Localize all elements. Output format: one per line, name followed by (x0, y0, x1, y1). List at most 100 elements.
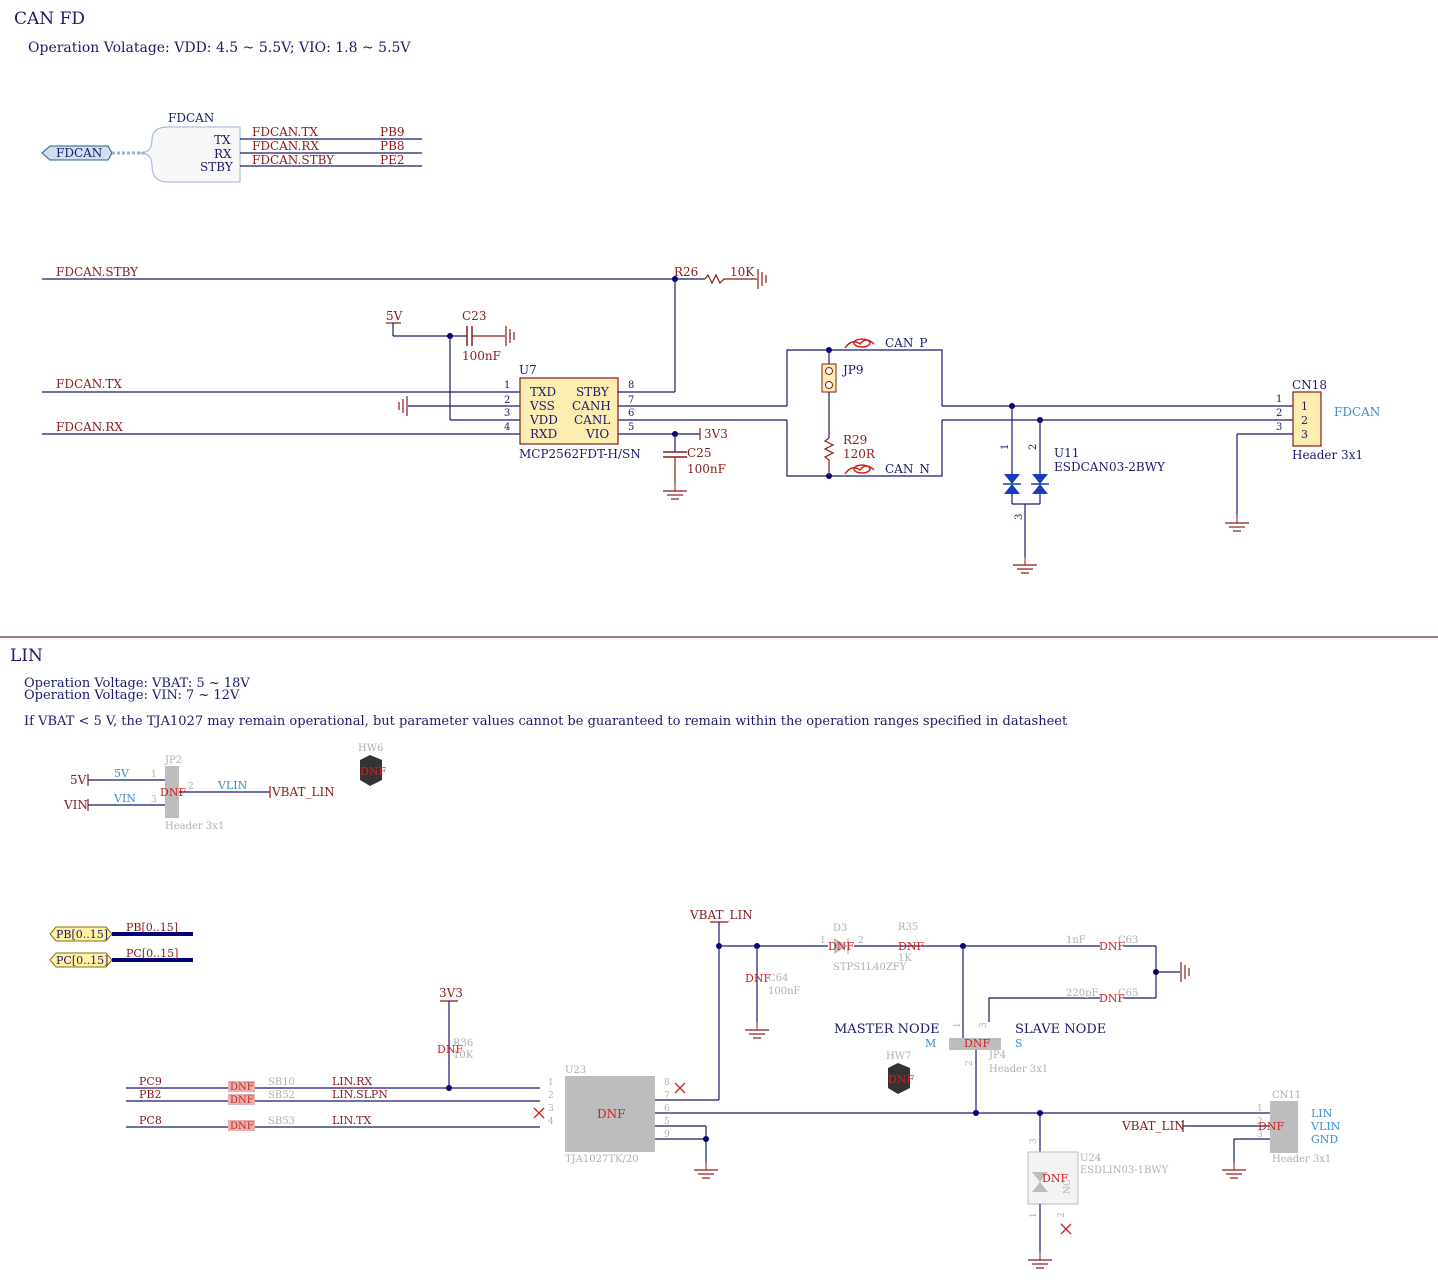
svg-text:CN18: CN18 (1292, 378, 1327, 392)
svg-text:DNF: DNF (160, 786, 186, 799)
svg-text:1K: 1K (898, 953, 912, 964)
svg-text:PE2: PE2 (380, 153, 404, 167)
svg-text:VBAT_LIN: VBAT_LIN (1121, 1119, 1185, 1133)
bus-port-pb: PB[0..15] PB[0..15] (49, 921, 193, 942)
svg-text:DNF: DNF (745, 972, 771, 985)
svg-text:TXD: TXD (530, 385, 556, 399)
svg-text:R36: R36 (453, 1038, 473, 1049)
svg-text:Header 3x1: Header 3x1 (1272, 1154, 1331, 1165)
svg-text:VSS: VSS (529, 399, 555, 413)
svg-text:VIN: VIN (63, 798, 88, 812)
svg-text:VBAT_LIN: VBAT_LIN (271, 785, 335, 799)
svg-text:CANL: CANL (574, 413, 610, 427)
svg-text:3: 3 (1014, 514, 1025, 520)
u11-esd: 1 2 3 U11 ESDCAN03-2BWY (1000, 406, 1166, 574)
svg-text:JP2: JP2 (164, 755, 182, 766)
solder-bridge-sb53: PC8 DNF SB53 LIN.TX (126, 1114, 540, 1132)
u24-esd: DNF NC U24 ESDLIN03-1BWY 3 1 2 (1027, 1113, 1169, 1269)
svg-text:LIN: LIN (1311, 1107, 1333, 1120)
svg-text:2: 2 (1028, 444, 1039, 450)
svg-text:PB9: PB9 (380, 125, 405, 139)
svg-text:1: 1 (953, 1022, 963, 1028)
svg-text:DNF: DNF (1099, 992, 1125, 1005)
svg-text:3: 3 (151, 795, 157, 805)
svg-text:1: 1 (820, 936, 826, 946)
svg-text:C65: C65 (1118, 988, 1138, 999)
svg-text:FDCAN.RX: FDCAN.RX (252, 139, 319, 153)
svg-text:U7: U7 (519, 363, 537, 377)
svg-text:8: 8 (628, 380, 634, 391)
svg-text:DNF: DNF (230, 1095, 254, 1106)
svg-text:C64: C64 (768, 973, 788, 984)
stby-net-label: FDCAN.STBY (56, 265, 139, 279)
svg-text:2: 2 (965, 1060, 975, 1066)
svg-text:STPS1L40ZFY: STPS1L40ZFY (833, 962, 907, 973)
svg-text:2: 2 (1057, 1212, 1067, 1218)
svg-text:100nF: 100nF (768, 986, 801, 997)
svg-text:VLIN: VLIN (217, 779, 248, 792)
svg-text:1: 1 (1029, 1212, 1039, 1218)
lin-title: LIN (10, 646, 43, 666)
svg-text:PC8: PC8 (139, 1114, 162, 1127)
c25-value: 100nF (687, 462, 726, 476)
can-section: CAN FD Operation Volatage: VDD: 4.5 ~ 5.… (14, 9, 1380, 574)
svg-text:HW7: HW7 (886, 1051, 911, 1062)
svg-text:Header 3x1: Header 3x1 (1292, 448, 1363, 462)
svg-text:PB[0..15]: PB[0..15] (56, 928, 108, 941)
vbat-lin-top: VBAT_LIN (689, 908, 753, 922)
svg-text:U23: U23 (565, 1065, 586, 1076)
svg-text:DNF: DNF (230, 1121, 254, 1132)
lin-note-vbat: Operation Voltage: VBAT: 5 ~ 18V (24, 676, 250, 691)
svg-text:PB8: PB8 (380, 139, 405, 153)
svg-text:DNF: DNF (1258, 1120, 1284, 1133)
canp-label: CAN_P (885, 336, 927, 350)
svg-text:FDCAN.TX: FDCAN.TX (252, 125, 318, 139)
svg-text:1nF: 1nF (1066, 935, 1086, 946)
svg-text:LIN.RX: LIN.RX (332, 1075, 372, 1088)
svg-text:VIO: VIO (585, 427, 609, 441)
svg-text:DNF: DNF (230, 1082, 254, 1093)
svg-text:Header 3x1: Header 3x1 (165, 821, 224, 832)
svg-text:6: 6 (664, 1104, 670, 1114)
jp4-header: DNF JP4 Header 3x1 1 2 3 (949, 1022, 1048, 1075)
svg-text:1: 1 (1000, 444, 1011, 450)
svg-text:3: 3 (1276, 422, 1282, 433)
svg-text:1: 1 (1276, 394, 1282, 405)
c23-ref: C23 (462, 309, 486, 323)
svg-text:TX: TX (214, 133, 231, 147)
svg-text:PC9: PC9 (139, 1075, 162, 1088)
svg-text:1: 1 (504, 380, 510, 391)
svg-text:DNF: DNF (1042, 1172, 1068, 1185)
jp9-ref: JP9 (841, 363, 864, 377)
svg-text:DNF: DNF (898, 940, 924, 953)
cn18-port: FDCAN (1334, 405, 1380, 419)
svg-text:DNF: DNF (597, 1107, 625, 1121)
u7-transceiver: U7 MCP2562FDT-H/SN TXD VSS VDD RXD STBY … (504, 363, 641, 461)
bus-port-pc: PC[0..15] PC[0..15] (49, 947, 193, 968)
svg-text:M: M (925, 1037, 936, 1050)
svg-text:DNF: DNF (828, 940, 854, 953)
svg-text:3: 3 (1029, 1138, 1039, 1144)
lin-supply-3v3: 3V3 (439, 986, 463, 1000)
svg-text:DNF: DNF (964, 1037, 990, 1050)
can-note: Operation Volatage: VDD: 4.5 ~ 5.5V; VIO… (28, 40, 411, 56)
svg-text:SB53: SB53 (268, 1116, 295, 1127)
svg-text:2: 2 (548, 1091, 554, 1101)
cn11-header: VBAT_LIN DNF CN11 Header 3x1 1 2 3 LIN V… (1121, 1090, 1341, 1179)
svg-text:2: 2 (1276, 408, 1282, 419)
svg-text:5V: 5V (114, 767, 130, 780)
svg-text:2: 2 (1257, 1117, 1263, 1127)
svg-text:2: 2 (858, 936, 864, 946)
svg-text:FDCAN.STBY: FDCAN.STBY (252, 153, 335, 167)
svg-text:JP4: JP4 (988, 1050, 1006, 1061)
hw7-part: HW7 DNF (886, 1051, 914, 1094)
rx-net-label: FDCAN.RX (56, 420, 123, 434)
svg-text:2: 2 (188, 782, 194, 792)
c63-cap: 1nF DNF C63 (1066, 935, 1138, 953)
svg-text:STBY: STBY (576, 385, 610, 399)
svg-text:PC[0..15]: PC[0..15] (56, 954, 108, 967)
harness-port: FDCAN (56, 146, 102, 160)
svg-text:RX: RX (214, 147, 232, 161)
d3-diode: DNF D3 STPS1L40ZFY 1 2 (820, 923, 907, 973)
